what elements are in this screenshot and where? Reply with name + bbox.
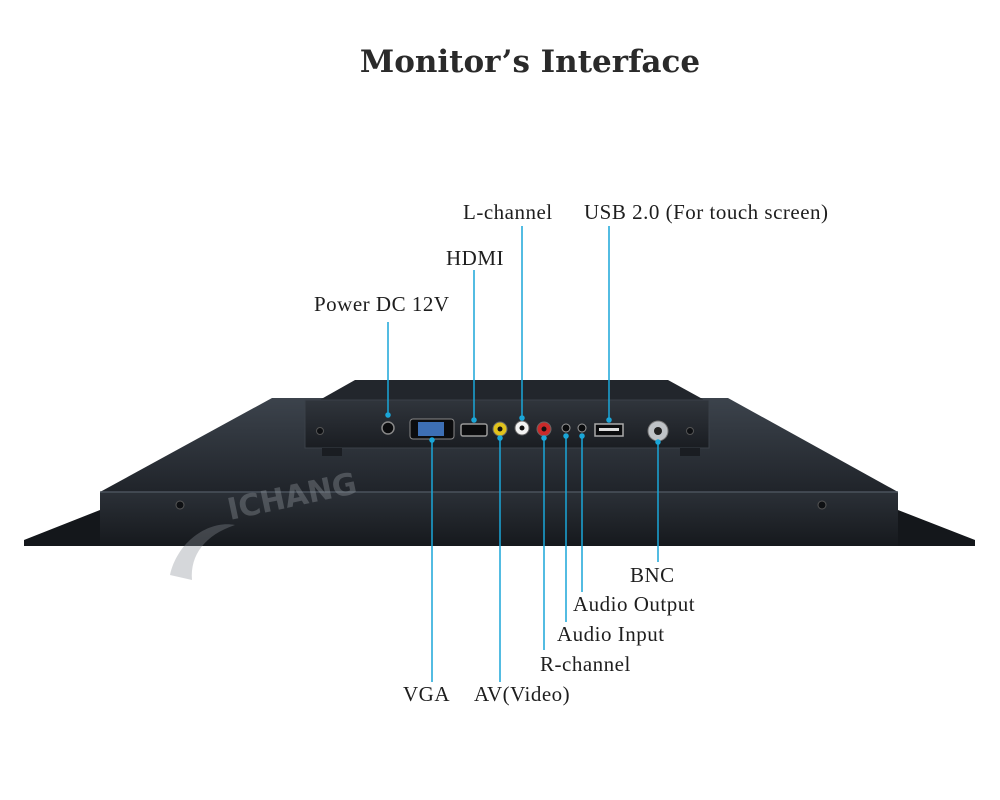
back-box-panel bbox=[304, 399, 710, 449]
audio-output-port-icon bbox=[577, 423, 587, 433]
bnc-port-icon bbox=[647, 420, 669, 442]
screw-icon bbox=[817, 500, 827, 510]
label-av-video: AV(Video) bbox=[474, 682, 571, 706]
dc-power-port-icon bbox=[381, 421, 395, 435]
leader-lines bbox=[385, 226, 661, 682]
vga-port-icon bbox=[409, 418, 455, 440]
label-l-channel: L-channel bbox=[463, 200, 553, 224]
usb-port-icon bbox=[594, 423, 624, 437]
monitor-housing-front bbox=[100, 492, 898, 546]
back-box-top bbox=[316, 380, 708, 402]
label-power: Power DC 12V bbox=[314, 292, 450, 316]
label-audio-output: Audio Output bbox=[573, 592, 696, 616]
right-mounting-bracket bbox=[898, 510, 975, 546]
hdmi-port-icon bbox=[460, 423, 488, 437]
screw-icon bbox=[316, 427, 324, 435]
left-mounting-bracket bbox=[24, 510, 100, 546]
label-hdmi: HDMI bbox=[446, 246, 504, 270]
audio-input-port-icon bbox=[561, 423, 571, 433]
screw-icon bbox=[686, 427, 694, 435]
label-bnc: BNC bbox=[630, 563, 675, 587]
screw-icon bbox=[175, 500, 185, 510]
label-usb: USB 2.0 (For touch screen) bbox=[584, 200, 829, 224]
label-vga: VGA bbox=[403, 682, 450, 706]
label-audio-input: Audio Input bbox=[557, 622, 665, 646]
page-title: Monitor’s Interface bbox=[359, 44, 701, 80]
label-r-channel: R-channel bbox=[540, 652, 631, 676]
